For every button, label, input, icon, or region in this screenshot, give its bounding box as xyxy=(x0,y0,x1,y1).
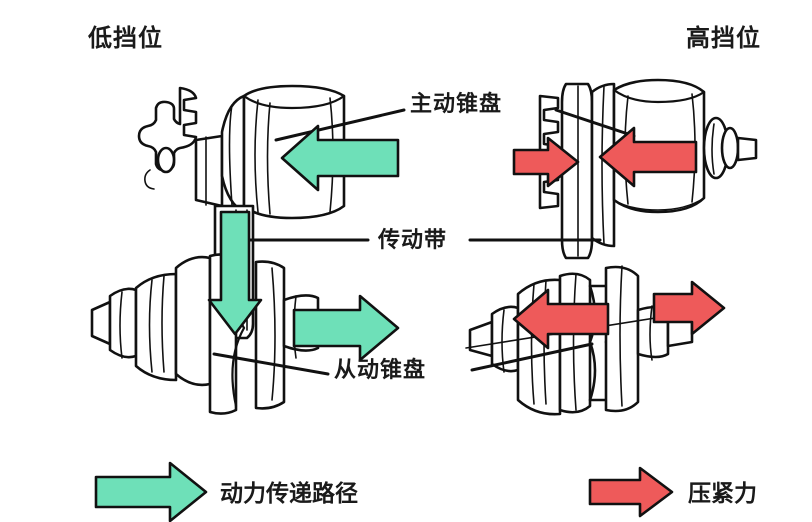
legend-label-clamp-force: 压紧力 xyxy=(688,480,757,506)
heading-high-gear: 高挡位 xyxy=(686,25,761,52)
arrow-clamp-right-top-right xyxy=(598,126,698,188)
leader-driven-pulley-left xyxy=(212,352,330,376)
heading-low-gear: 低挡位 xyxy=(88,25,163,52)
right-driven-pulley-assembly xyxy=(465,265,694,416)
arrow-power-left-top xyxy=(280,124,400,192)
arrow-clamp-right-top-left xyxy=(512,136,580,188)
legend-arrow-green xyxy=(94,461,208,522)
arrow-clamp-right-bottom-right xyxy=(652,280,726,336)
right-drive-pulley-assembly xyxy=(538,78,758,260)
leader-driven-pulley-right xyxy=(470,342,594,372)
legend-label-power-path: 动力传递路径 xyxy=(220,480,358,506)
callout-drive-belt: 传动带 xyxy=(378,227,448,252)
legend-item-clamp-force: 压紧力 xyxy=(688,474,757,508)
leader-drive-pulley-right xyxy=(554,108,636,138)
callout-drive-pulley: 主动锥盘 xyxy=(410,91,503,116)
legend-arrow-red xyxy=(588,466,674,518)
arrow-clamp-right-bottom-left xyxy=(512,288,610,350)
arrow-power-left-bottom xyxy=(292,294,400,362)
callout-leader-lines xyxy=(212,108,636,376)
arrow-power-belt-down xyxy=(207,210,263,336)
leader-drive-pulley-left xyxy=(274,108,406,142)
callout-driven-pulley: 从动锥盘 xyxy=(334,357,427,382)
legend-item-power-path: 动力传递路径 xyxy=(220,474,358,508)
